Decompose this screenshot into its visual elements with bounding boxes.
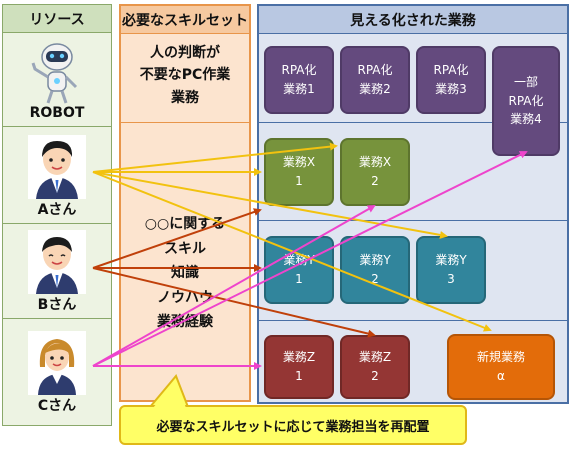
- task-label: 業務3: [435, 82, 467, 96]
- row-divider: [3, 318, 111, 319]
- task-rpa-2: RPA化 業務2: [340, 46, 410, 114]
- arrows-person-b: [92, 208, 376, 338]
- resource-person-c: Cさん: [3, 320, 111, 418]
- resource-label: Bさん: [37, 297, 77, 313]
- skill-text-line: ○○に関する: [144, 216, 226, 232]
- work-row-divider: [259, 320, 567, 321]
- resources-header: リソース: [3, 5, 111, 33]
- skill-text-line: 業務: [171, 89, 199, 106]
- work-header: 見える化された業務: [259, 6, 567, 34]
- task-new-alpha: 新規業務 α: [447, 334, 555, 400]
- task-label: 業務X: [358, 155, 392, 170]
- task-label: 業務Z: [358, 350, 392, 365]
- arrow-c-to-rpa4: [92, 151, 528, 367]
- resource-label: ROBOT: [29, 105, 85, 121]
- resource-robot: ROBOT: [3, 34, 111, 124]
- arrow-a-to-new: [92, 171, 492, 332]
- task-label: 2: [371, 369, 379, 383]
- work-row-divider: [259, 220, 567, 221]
- skill-text-line: 不要なPC作業: [139, 67, 231, 84]
- task-rpa-1: RPA化 業務1: [264, 46, 334, 114]
- task-label: 業務2: [359, 82, 391, 96]
- skill-rpa-description: 人の判断が 不要なPC作業 業務: [121, 42, 249, 109]
- task-label: RPA化: [281, 63, 317, 78]
- task-label: α: [497, 369, 505, 383]
- skills-column: [119, 4, 251, 402]
- skill-text-line: 人の判断が: [150, 45, 220, 61]
- task-label: 1: [295, 272, 303, 286]
- arrow-b-to-z2: [92, 267, 376, 338]
- arrows-person-c: [92, 151, 528, 370]
- task-label: 1: [295, 174, 303, 188]
- task-label: RPA化: [433, 63, 469, 78]
- work-row-divider: [259, 122, 567, 123]
- task-label: 業務Y: [359, 253, 391, 268]
- skills-header: 必要なスキルセット: [121, 6, 249, 34]
- arrows-person-a: [92, 142, 492, 332]
- task-label: 業務4: [510, 112, 542, 127]
- task-label: 新規業務: [476, 350, 525, 365]
- businesswoman-icon: [28, 331, 86, 395]
- businessman-icon: [28, 135, 86, 199]
- skill-text-line: 業務経験: [157, 314, 213, 330]
- callout-message: 必要なスキルセットに応じて業務担当を再配置: [119, 405, 467, 445]
- businessman-icon: [28, 230, 86, 294]
- task-label: 3: [447, 272, 455, 286]
- resource-label: Cさん: [37, 398, 77, 414]
- task-label: 業務X: [282, 155, 316, 170]
- skill-divider: [121, 122, 249, 123]
- resource-person-a: Aさん: [3, 128, 111, 222]
- arrow-c-to-x2: [92, 205, 376, 367]
- row-divider: [3, 223, 111, 224]
- task-y-3: 業務Y 3: [416, 236, 486, 304]
- robot-icon: [31, 43, 78, 104]
- task-label: 2: [371, 174, 379, 188]
- arrow-a-to-y3: [92, 171, 448, 239]
- task-label: 一部: [513, 75, 538, 90]
- task-label: 2: [371, 272, 379, 286]
- row-divider: [3, 126, 111, 127]
- task-label: 業務1: [283, 82, 315, 96]
- resource-label: Aさん: [37, 202, 77, 218]
- task-y-1: 業務Y 1: [264, 236, 334, 304]
- task-label: 1: [295, 369, 303, 383]
- task-x-2: 業務X 2: [340, 138, 410, 206]
- task-label: 業務Z: [282, 350, 316, 365]
- task-rpa-3: RPA化 業務3: [416, 46, 486, 114]
- task-label: 業務Y: [435, 253, 467, 268]
- task-label: RPA化: [357, 63, 393, 78]
- task-z-1: 業務Z 1: [264, 335, 334, 399]
- resource-person-b: Bさん: [3, 225, 111, 317]
- arrow-a-to-x2: [92, 142, 338, 173]
- task-rpa-4: 一部 RPA化 業務4: [492, 46, 560, 156]
- task-label: RPA化: [508, 93, 544, 108]
- skill-text-line: スキル: [164, 240, 206, 257]
- arrow-b-to-x1: [92, 208, 262, 269]
